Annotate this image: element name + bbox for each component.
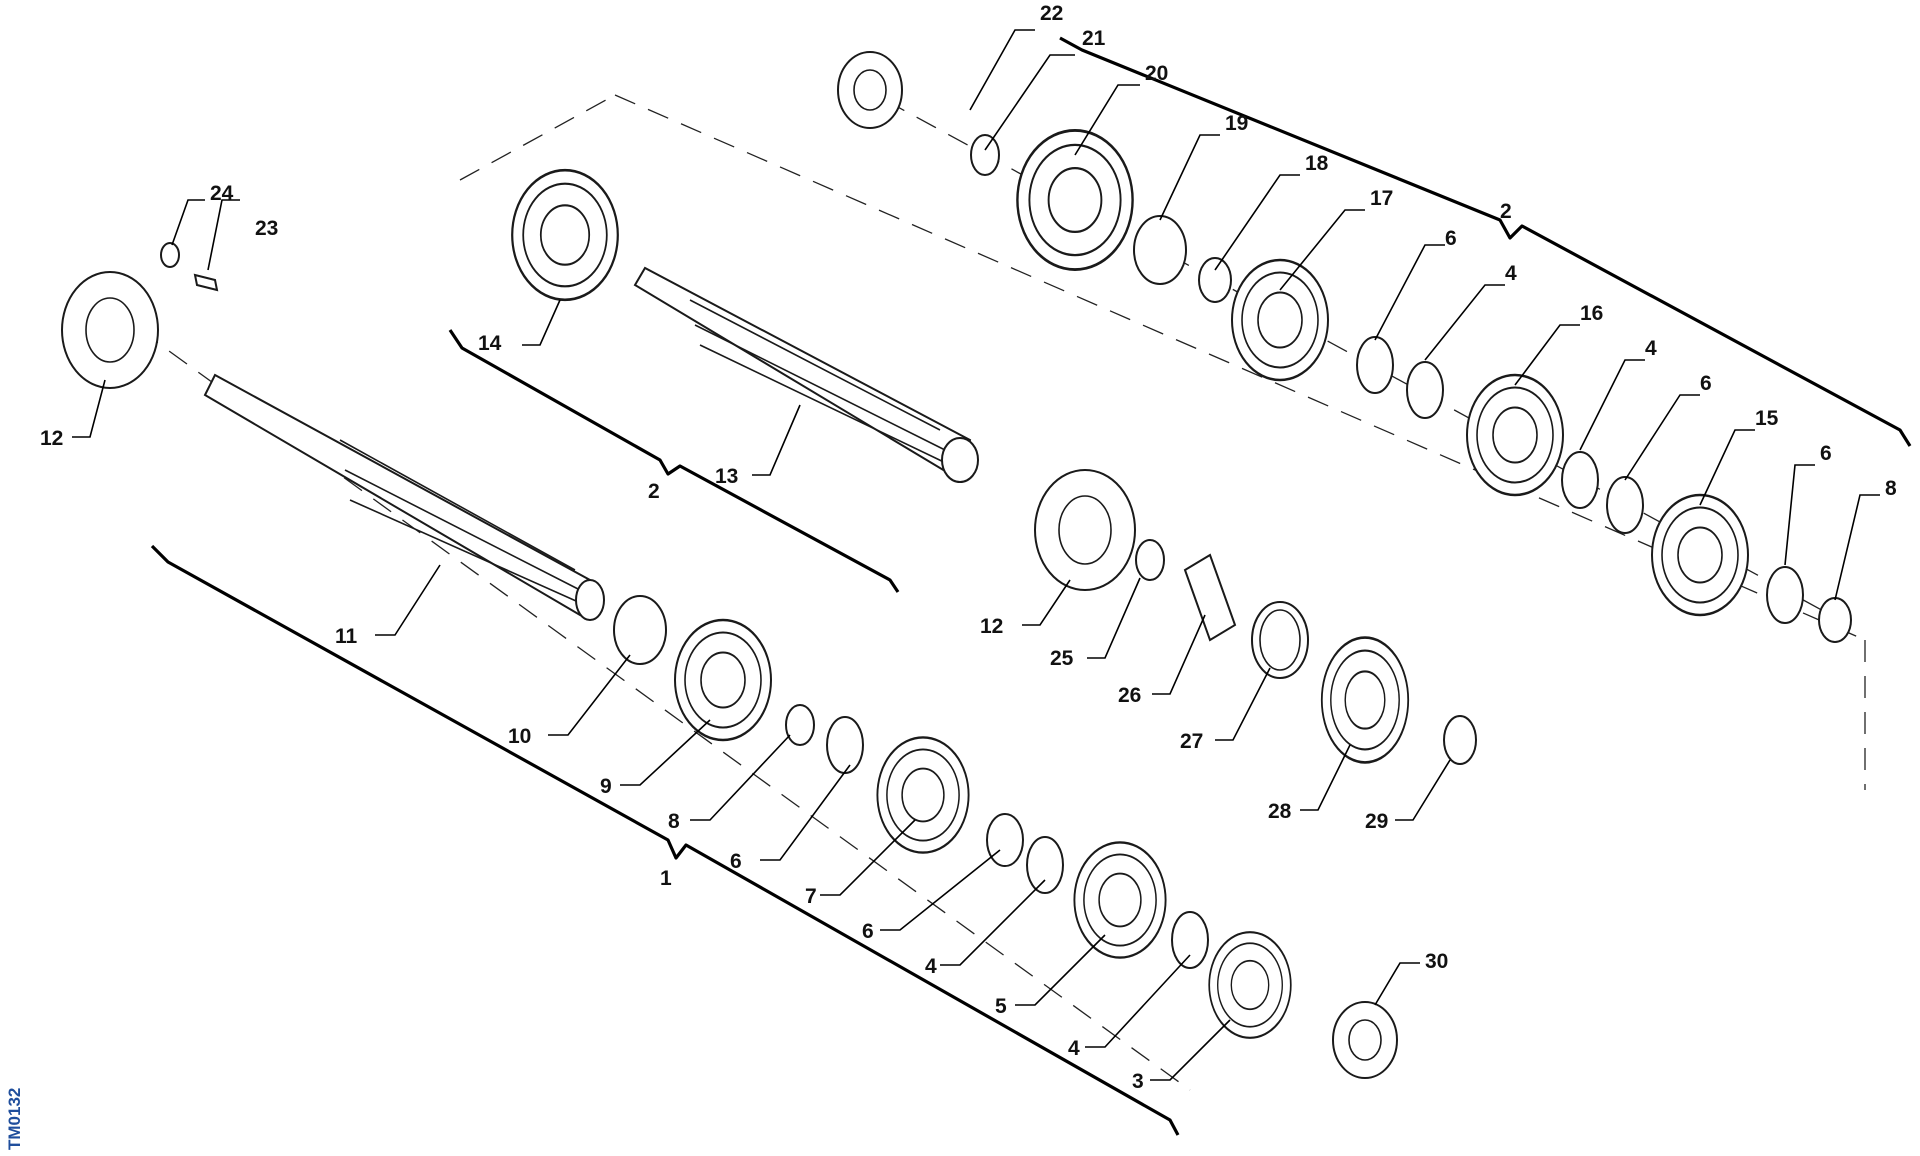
callout-2-upper: 2 xyxy=(1500,200,1512,223)
callout-30: 30 xyxy=(1425,950,1448,973)
callout-1: 1 xyxy=(660,867,672,890)
gear-14 xyxy=(510,168,620,302)
callout-6-a: 6 xyxy=(1445,227,1457,250)
callout-11: 11 xyxy=(335,625,358,648)
callout-17: 17 xyxy=(1370,187,1393,210)
callout-5: 5 xyxy=(995,995,1007,1018)
callout-26: 26 xyxy=(1118,684,1141,707)
needle-bearing-19 xyxy=(1133,215,1187,285)
callout-19: 19 xyxy=(1225,112,1248,135)
callout-6-d: 6 xyxy=(730,850,742,873)
callout-13: 13 xyxy=(715,465,738,488)
group-bracket-2-upper xyxy=(1059,36,1912,447)
callout-4-b: 4 xyxy=(1645,337,1657,360)
gear-16 xyxy=(1465,373,1565,497)
counter-shaft xyxy=(633,266,979,483)
callout-23: 23 xyxy=(255,217,278,240)
callout-14: 14 xyxy=(478,332,502,355)
callout-28: 28 xyxy=(1268,800,1292,823)
bushing-26 xyxy=(1183,553,1237,642)
callout-6-c: 6 xyxy=(1820,442,1832,465)
callout-8-a: 8 xyxy=(1885,477,1897,500)
gear-20 xyxy=(1015,128,1135,272)
callout-4-a: 4 xyxy=(1505,262,1517,285)
callout-16: 16 xyxy=(1580,302,1603,325)
callout-4-c: 4 xyxy=(925,955,937,978)
washers-and-circlips xyxy=(160,134,1852,969)
sprocket-28 xyxy=(1320,636,1410,764)
callout-7: 7 xyxy=(805,885,817,908)
callout-8-b: 8 xyxy=(668,810,680,833)
gear-7 xyxy=(876,736,970,854)
gear-17 xyxy=(1230,258,1330,382)
gear-5 xyxy=(1073,841,1167,959)
callout-20: 20 xyxy=(1145,62,1168,85)
callout-12-left: 12 xyxy=(40,427,63,450)
callout-9: 9 xyxy=(600,775,612,798)
callout-6-e: 6 xyxy=(862,920,874,943)
main-shaft xyxy=(203,373,605,621)
drawing-code: TM0132 xyxy=(5,1088,24,1150)
bearing-22 xyxy=(837,51,903,129)
callout-27: 27 xyxy=(1180,730,1203,753)
gear-3 xyxy=(1208,931,1292,1039)
callout-15: 15 xyxy=(1755,407,1779,430)
callout-3: 3 xyxy=(1132,1070,1144,1093)
callout-2-lower: 2 xyxy=(648,480,660,503)
callout-leaders xyxy=(72,29,1880,1081)
assembly-centerlines xyxy=(139,94,1866,1091)
group-bracket-1 xyxy=(150,544,1180,1136)
bearing-30 xyxy=(1332,1001,1398,1079)
ring-27 xyxy=(1251,601,1309,679)
callout-labels: 22 21 20 19 18 17 2 6 4 16 4 6 15 6 8 24… xyxy=(40,2,1897,1093)
callout-18: 18 xyxy=(1305,152,1329,175)
needle-bearing-10 xyxy=(613,595,667,665)
callout-22: 22 xyxy=(1040,2,1063,25)
gear-9 xyxy=(673,618,773,742)
callout-21: 21 xyxy=(1082,27,1106,50)
bearing-12-right xyxy=(1034,469,1136,591)
bearing-12-left xyxy=(61,271,159,389)
callout-10: 10 xyxy=(508,725,531,748)
group-bracket-2-lower xyxy=(448,329,900,593)
callout-12-right: 12 xyxy=(980,615,1003,638)
callout-6-b: 6 xyxy=(1700,372,1712,395)
callout-4-d: 4 xyxy=(1068,1037,1080,1060)
gear-15 xyxy=(1650,493,1750,617)
callout-29: 29 xyxy=(1365,810,1388,833)
callout-24: 24 xyxy=(210,182,234,205)
callout-25: 25 xyxy=(1050,647,1074,670)
